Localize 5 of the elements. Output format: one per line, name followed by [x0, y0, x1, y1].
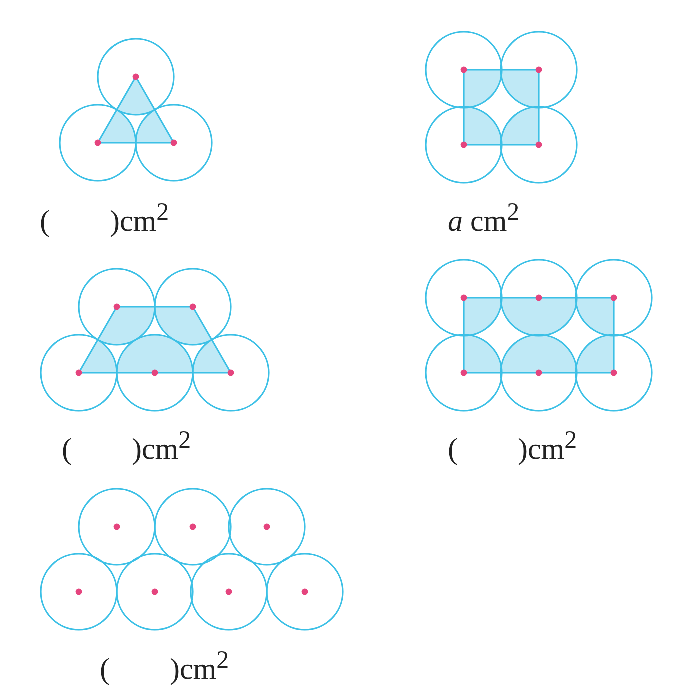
- area-answer: ( )cm$^{2}$: [100, 648, 230, 685]
- area-answer: ( )cm$^{2}$: [448, 428, 578, 465]
- area-answer: a cm$^{2}$: [448, 200, 520, 237]
- area-answer: ( )cm$^{2}$: [40, 200, 170, 237]
- area-answer: ( )cm$^{2}$: [62, 428, 192, 465]
